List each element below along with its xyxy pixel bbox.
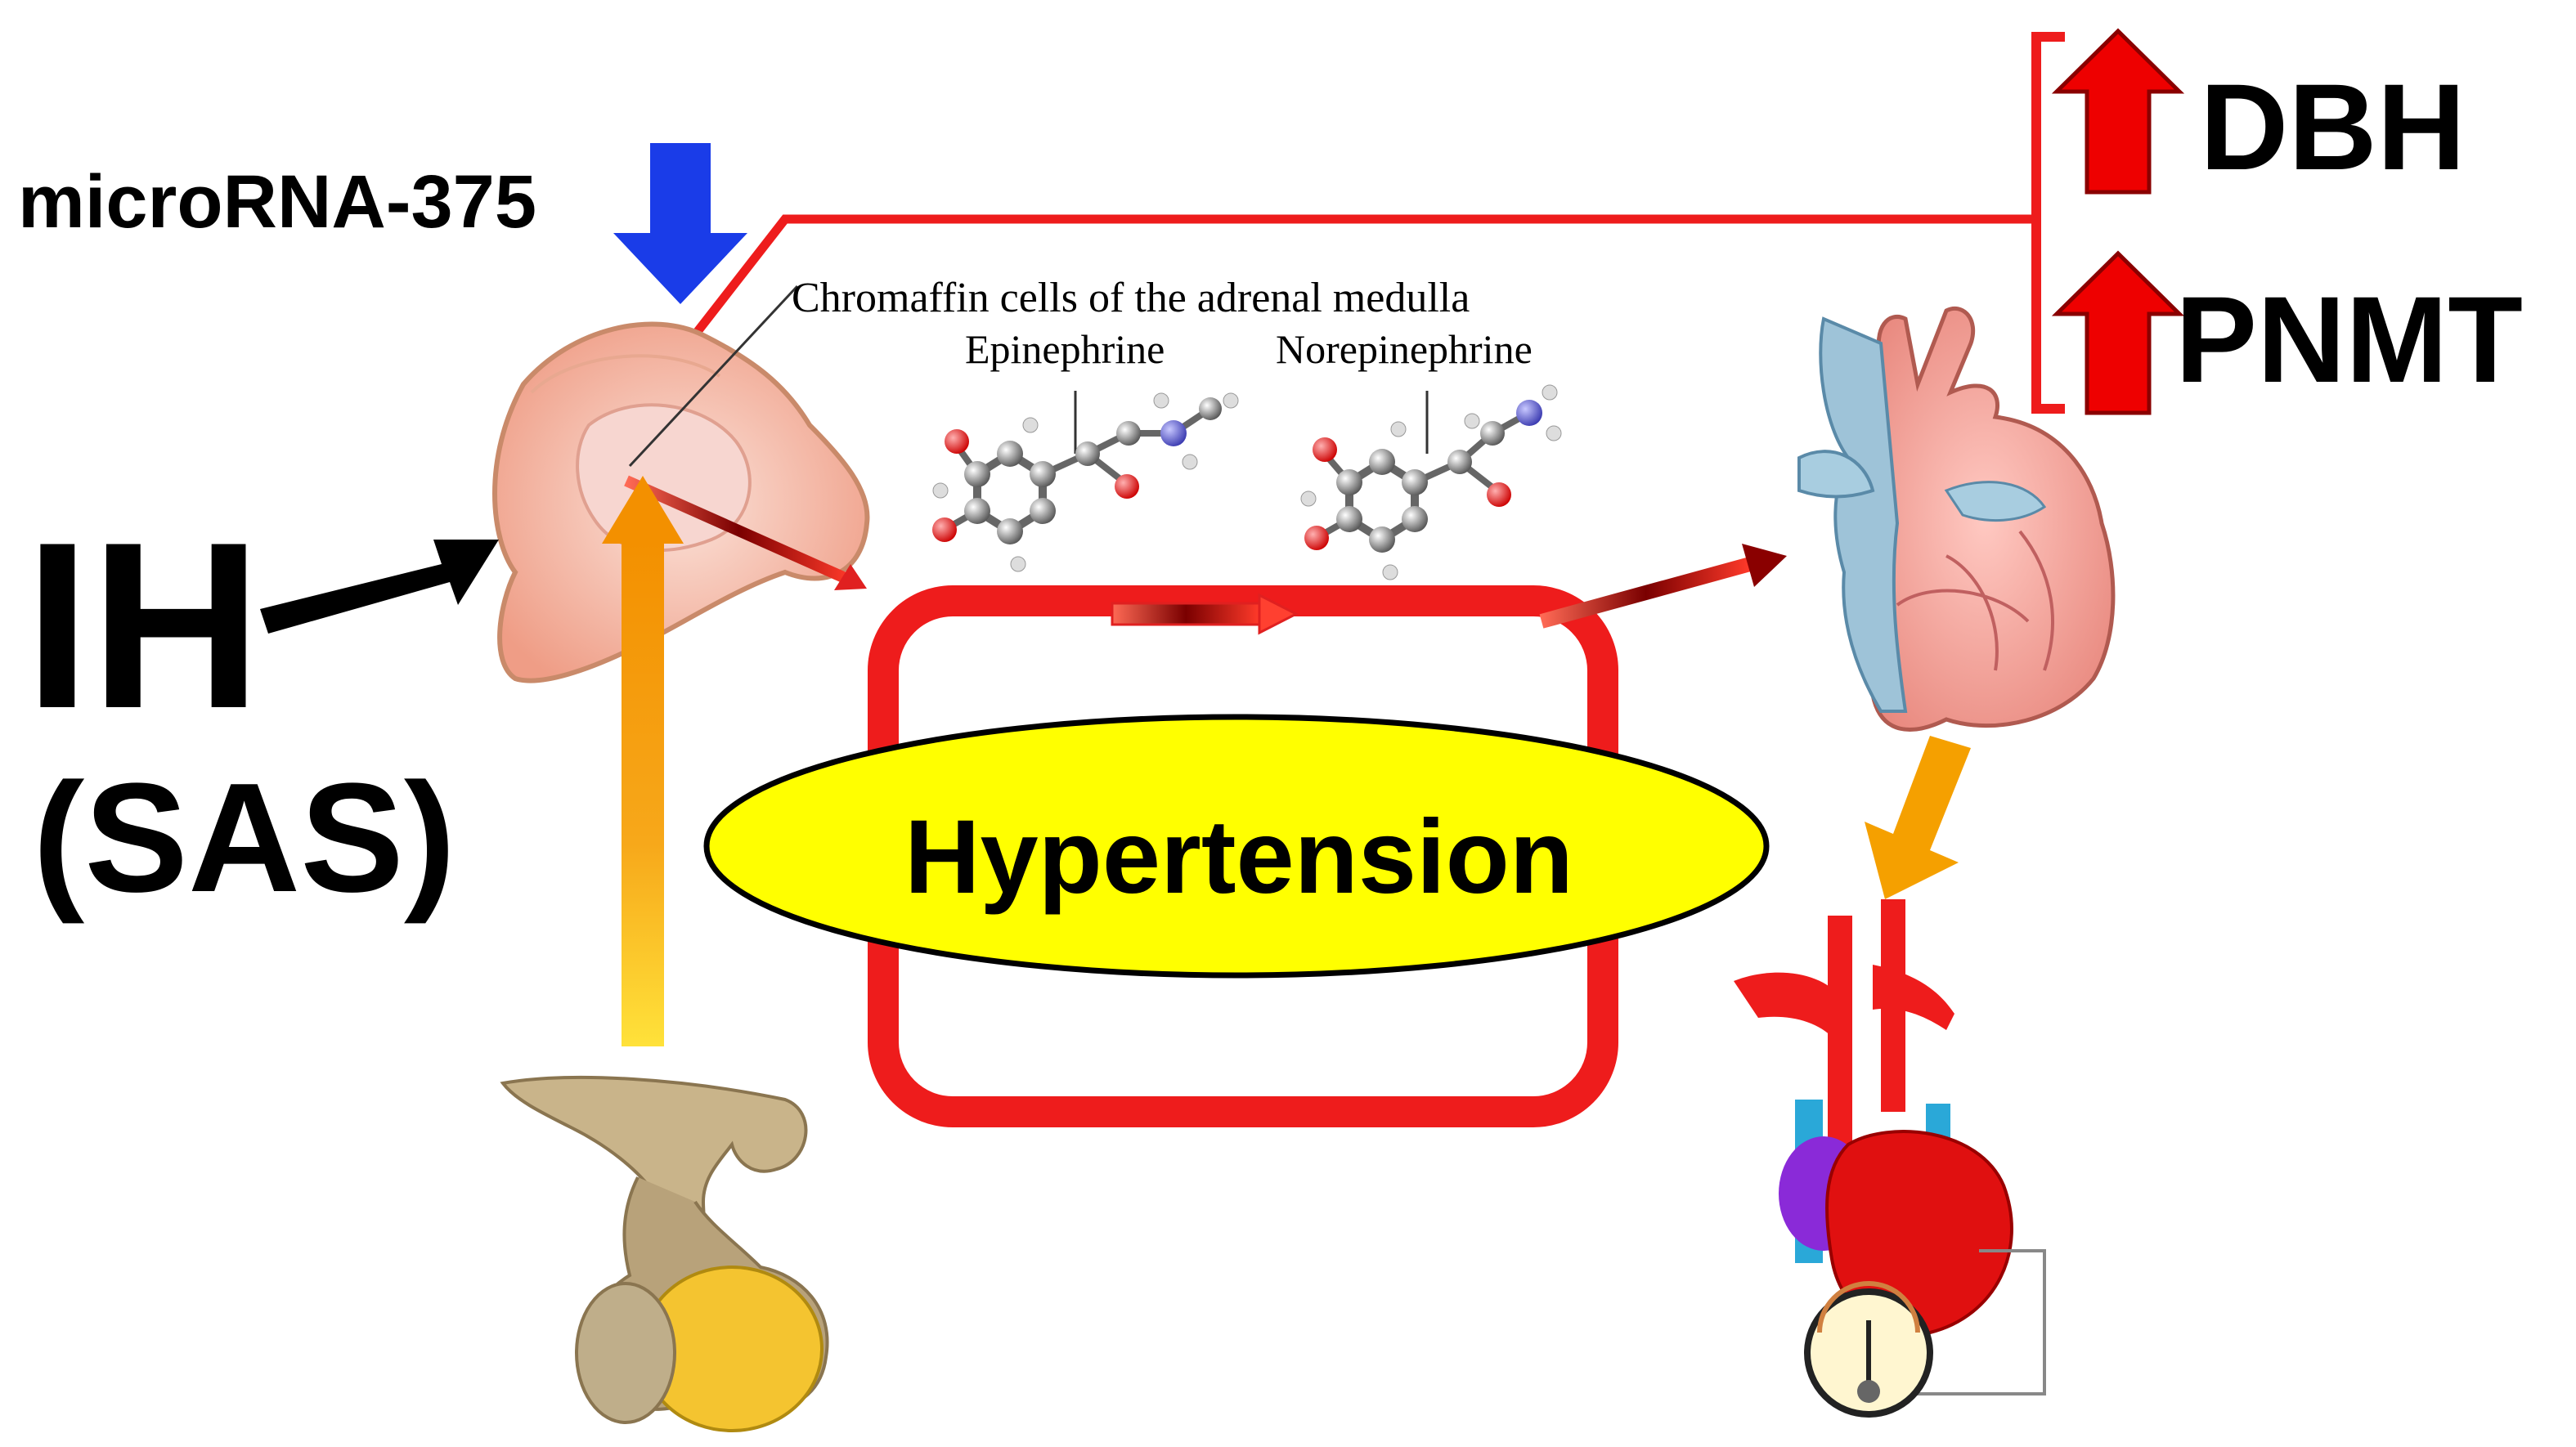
pituitary-gland-icon	[500, 1075, 829, 1432]
norepinephrine-label: Norepinephrine	[1276, 326, 1533, 372]
connector-line	[675, 214, 2008, 359]
up-arrow-icon	[2051, 250, 2185, 415]
loop-flow-arrow	[1111, 593, 1299, 635]
chromaffin-label: Chromaffin cells of the adrenal medulla	[792, 275, 1470, 321]
pnmt-label: PNMT	[2175, 271, 2523, 408]
ih-label: IH	[25, 493, 262, 758]
orange-arrow-down	[1865, 736, 1971, 899]
epinephrine-label: Epinephrine	[965, 326, 1165, 372]
heart-with-gauge-icon	[1734, 899, 2046, 1418]
epinephrine-molecule-icon	[932, 391, 1239, 572]
hypertension-label: Hypertension	[904, 799, 1573, 916]
microrna-label: microRNA-375	[18, 160, 536, 244]
heart-icon	[1797, 306, 2116, 732]
dbh-label: DBH	[2200, 58, 2466, 195]
black-arrow	[260, 540, 499, 634]
sas-label: (SAS)	[33, 751, 456, 925]
hypertension-ellipse	[703, 714, 1770, 979]
down-arrow-icon	[613, 143, 747, 304]
arrow-to-heart	[1539, 544, 1787, 629]
norepinephrine-molecule-icon	[1300, 384, 1562, 580]
orange-arrow-up	[602, 476, 684, 1046]
adrenal-gland-icon	[492, 284, 870, 683]
up-arrow-icon	[2051, 28, 2185, 195]
